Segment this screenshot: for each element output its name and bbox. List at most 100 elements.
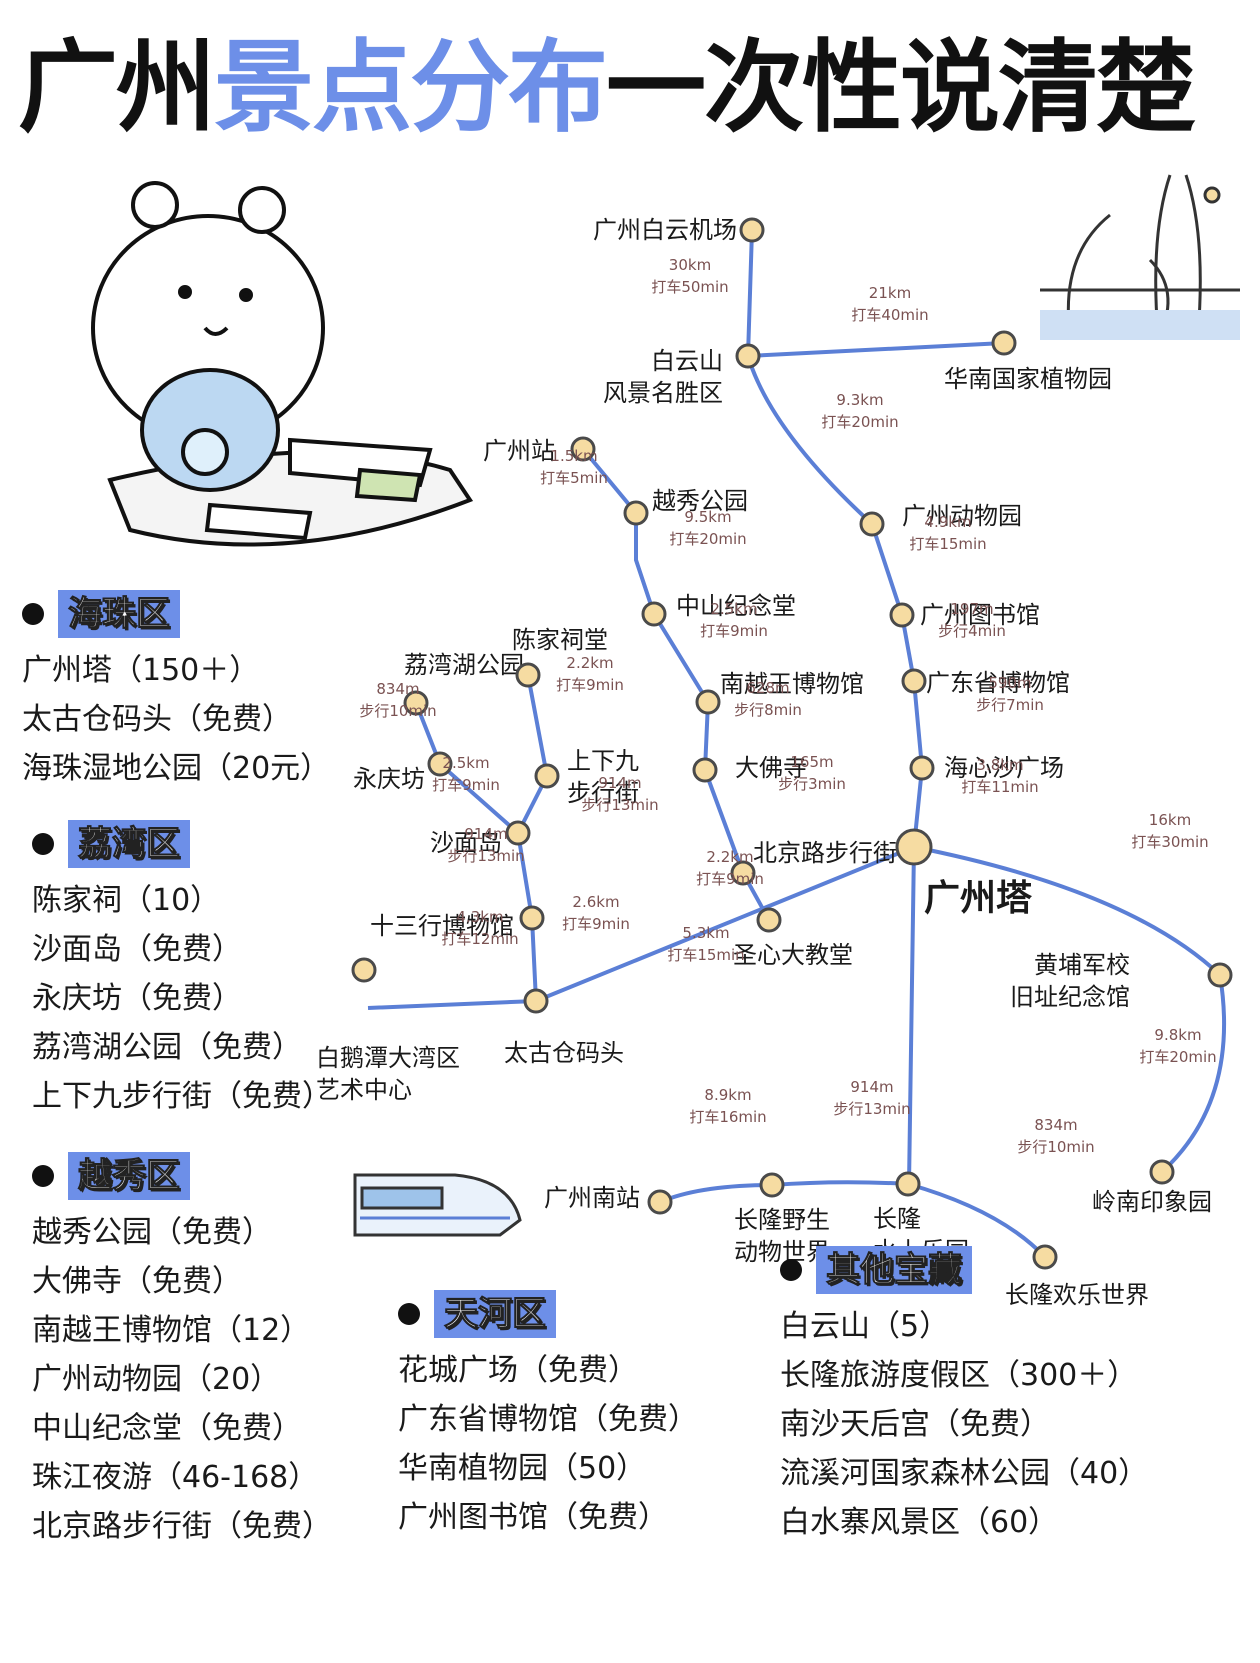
distance-label: 30km	[669, 256, 711, 274]
station-marker	[756, 907, 782, 933]
station-marker	[523, 988, 549, 1014]
station-marker	[692, 757, 718, 783]
travel-time-label: 步行7min	[976, 696, 1044, 714]
station-marker	[351, 957, 377, 983]
station-marker	[515, 662, 541, 688]
travel-time-label: 打车11min	[961, 778, 1038, 796]
station-label: 华南国家植物园	[944, 365, 1112, 393]
station-marker	[695, 689, 721, 715]
list-item: 南沙天后宫（免费）	[780, 1407, 1050, 1442]
travel-time-label: 步行10min	[359, 702, 436, 720]
station-marker	[895, 1171, 921, 1197]
route-line	[913, 845, 1227, 1174]
attraction-list: 越秀公园（免费） 大佛寺（免费） 南越王博物馆（12） 广州动物园（20） 中山…	[32, 1208, 332, 1551]
distance-label: 590m	[988, 674, 1031, 692]
list-item: 南越王博物馆（12）	[32, 1313, 311, 1348]
station-label: 白云山	[651, 347, 723, 375]
list-item: 上下九步行街（免费）	[32, 1079, 332, 1114]
travel-time-label: 打车40min	[851, 306, 928, 324]
station-label: 陈家祠堂	[512, 626, 608, 654]
distance-label: 2.5km	[710, 600, 757, 618]
station-marker	[901, 668, 927, 694]
travel-time-label: 打车15min	[667, 946, 744, 964]
list-item: 永庆坊（免费）	[32, 981, 242, 1016]
station-label-line2: 艺术中心	[316, 1076, 412, 1104]
travel-time-label: 打车30min	[1131, 833, 1208, 851]
distance-label: 9.5km	[684, 508, 731, 526]
list-item: 长隆旅游度假区（300＋）	[780, 1358, 1138, 1393]
list-item: 陈家祠（10）	[32, 883, 221, 918]
page-title: 广州景点分布一次性说清楚	[18, 28, 1196, 148]
attraction-list: 白云山（5） 长隆旅游度假区（300＋） 南沙天后宫（免费） 流溪河国家森林公园…	[780, 1302, 1148, 1547]
list-item: 越秀公园（免费）	[32, 1215, 272, 1250]
station-label-line2: 旧址纪念馆	[1010, 983, 1130, 1011]
section-title: 海珠区	[58, 590, 180, 638]
distance-label: 21km	[869, 284, 911, 302]
station-label: 荔湾湖公园	[404, 651, 524, 679]
title-part-2: 景点分布	[214, 29, 608, 146]
travel-time-label: 打车20min	[669, 530, 746, 548]
list-item: 珠江夜游（46-168）	[32, 1460, 319, 1495]
station-marker	[505, 820, 531, 846]
list-item: 广州塔（150＋）	[22, 653, 260, 688]
bullet-icon	[780, 1259, 802, 1281]
station-label: 太古仓码头	[504, 1039, 624, 1067]
attraction-list: 陈家祠（10） 沙面岛（免费） 永庆坊（免费） 荔湾湖公园（免费） 上下九步行街…	[32, 876, 332, 1121]
travel-time-label: 打车9min	[432, 776, 500, 794]
station-label: 白鹅潭大湾区	[316, 1044, 460, 1072]
travel-time-label: 打车9min	[562, 915, 630, 933]
title-part-1: 广州	[18, 29, 216, 146]
distance-label: 2.2km	[706, 848, 753, 866]
travel-time-label: 步行3min	[778, 775, 846, 793]
list-item: 北京路步行街（免费）	[32, 1509, 332, 1544]
station-label-line2: 动物世界	[734, 1238, 830, 1266]
route-line	[659, 1180, 1047, 1259]
station-label: 圣心大教堂	[733, 941, 853, 969]
route-line	[747, 341, 1005, 358]
station-label: 越秀公园	[652, 487, 748, 515]
list-item: 大佛寺（免费）	[32, 1264, 242, 1299]
travel-time-label: 步行10min	[1017, 1138, 1094, 1156]
station-label: 岭南印象园	[1092, 1188, 1212, 1216]
list-item: 流溪河国家森林公园（40）	[780, 1456, 1149, 1491]
station-label-line2: 风景名胜区	[603, 379, 723, 407]
list-item: 白云山（5）	[780, 1309, 950, 1344]
station-label: 北京路步行街	[753, 839, 897, 867]
canton-tower-illustration	[1040, 174, 1240, 340]
distance-label: 914m	[598, 774, 641, 792]
list-item: 中山纪念堂（免费）	[32, 1411, 302, 1446]
section-title: 越秀区	[68, 1152, 190, 1200]
distance-label: 834m	[1034, 1116, 1077, 1134]
station-marker	[427, 751, 453, 777]
station-marker	[735, 343, 761, 369]
station-label: 沙面岛	[430, 829, 502, 857]
list-item: 太古仓码头（免费）	[22, 702, 292, 737]
station-label: 十三行博物馆	[370, 912, 514, 940]
station-marker	[1032, 1244, 1058, 1270]
station-label: 广州动物园	[902, 502, 1022, 530]
station-label: 长隆欢乐世界	[1005, 1281, 1149, 1309]
section-haizhu: 海珠区 广州塔（150＋） 太古仓码头（免费） 海珠湿地公园（20元）	[22, 588, 330, 793]
distance-label: 9.3km	[836, 391, 883, 409]
station-label-line2: 步行街	[567, 779, 639, 807]
section-title: 其他宝藏	[816, 1246, 972, 1294]
distance-label: 4.9km	[924, 513, 971, 531]
station-label: 黄埔军校	[1034, 951, 1130, 979]
station-marker	[739, 217, 765, 243]
station-label: 上下九	[567, 747, 639, 775]
list-item: 广东省博物馆（免费）	[398, 1402, 698, 1437]
travel-time-label: 打车20min	[1139, 1048, 1216, 1066]
section-liwan: 荔湾区 陈家祠（10） 沙面岛（免费） 永庆坊（免费） 荔湾湖公园（免费） 上下…	[32, 818, 332, 1121]
section-yuexiu: 越秀区 越秀公园（免费） 大佛寺（免费） 南越王博物馆（12） 广州动物园（20…	[32, 1150, 332, 1551]
list-item: 荔湾湖公园（免费）	[32, 1030, 302, 1065]
station-label: 中山纪念堂	[676, 592, 796, 620]
station-label: 广州站	[483, 437, 555, 465]
travel-time-label: 步行13min	[833, 1100, 910, 1118]
station-marker	[570, 436, 596, 462]
distance-label: 165m	[790, 753, 833, 771]
station-label: 南越王博物馆	[720, 670, 864, 698]
station-marker	[1149, 1159, 1175, 1185]
travel-time-label: 打车12min	[441, 930, 518, 948]
distance-label: 628m	[746, 679, 789, 697]
